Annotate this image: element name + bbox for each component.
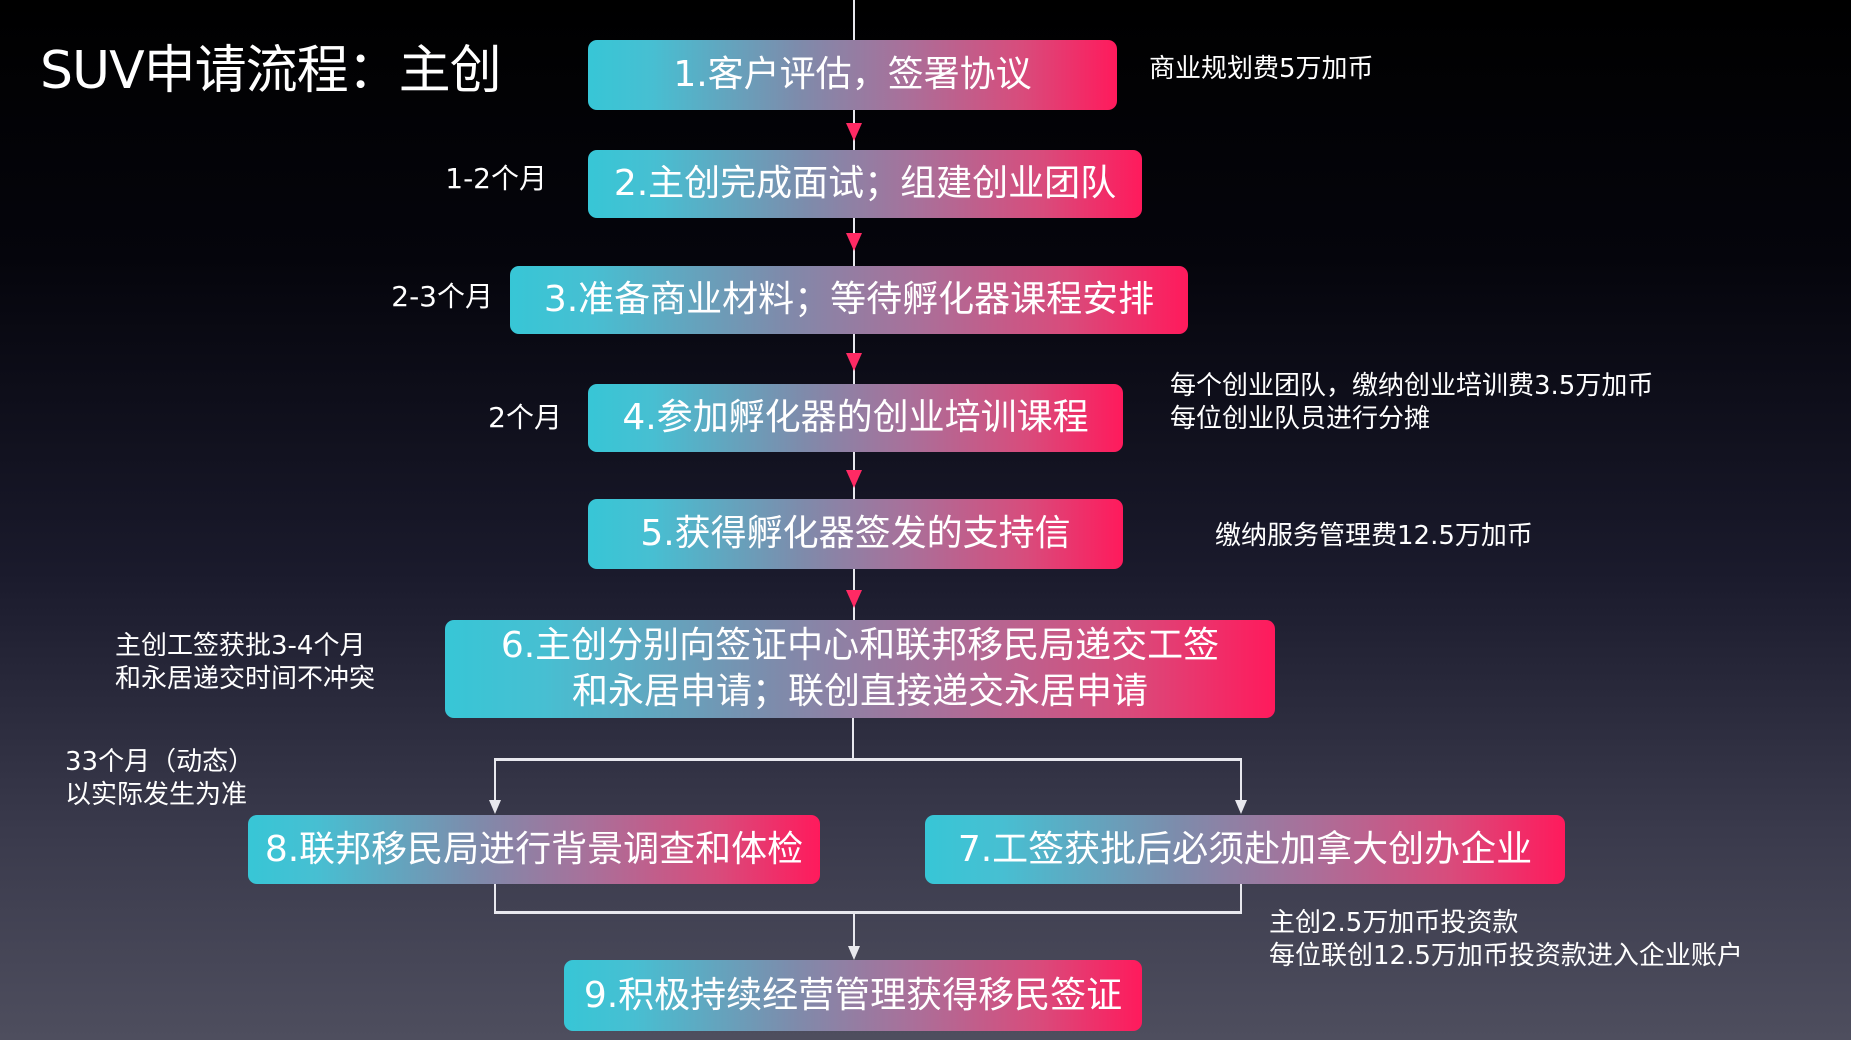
step-2-box: 2.主创完成面试；组建创业团队: [588, 150, 1142, 218]
connector-join-9: [853, 911, 855, 951]
arrowhead-icon: [846, 353, 862, 371]
step-8-box: 8.联邦移民局进行背景调查和体检: [248, 815, 820, 884]
step-4-label: 4.参加孵化器的创业培训课程: [622, 397, 1089, 438]
join-left: [494, 884, 496, 914]
fee-step-7-line2: 每位联创12.5万加币投资款进入企业账户: [1269, 941, 1743, 971]
step-6-box: 6.主创分别向签证中心和联邦移民局递交工签 和永居申请；联创直接递交永居申请: [445, 620, 1275, 718]
branch-left: [494, 758, 496, 804]
duration-step-4: 2个月: [488, 401, 562, 434]
arrow-down-icon: [848, 946, 860, 960]
step-1-label: 1.客户评估，签署协议: [673, 54, 1032, 95]
fee-step-1: 商业规划费5万加币: [1149, 54, 1374, 84]
page-title: SUV申请流程：主创: [40, 41, 502, 101]
branch-right: [1240, 758, 1242, 804]
duration-step-3: 2-3个月: [391, 280, 493, 313]
step-9-box: 9.积极持续经营管理获得移民签证: [564, 960, 1142, 1031]
connector-6-branch: [852, 718, 854, 760]
step-5-label: 5.获得孵化器签发的支持信: [640, 513, 1071, 554]
step-6-label-line2: 和永居申请；联创直接递交永居申请: [571, 671, 1148, 712]
arrowhead-icon: [846, 123, 862, 141]
arrow-down-icon: [1235, 800, 1247, 814]
fee-step-7-line1: 主创2.5万加币投资款: [1269, 908, 1519, 938]
arrowhead-icon: [846, 470, 862, 488]
fee-step-5: 缴纳服务管理费12.5万加币: [1215, 521, 1533, 551]
fee-step-7: 主创2.5万加币投资款 每位联创12.5万加币投资款进入企业账户: [1269, 907, 1743, 973]
step-1-box: 1.客户评估，签署协议: [588, 40, 1117, 110]
duration-step-8: 33个月（动态） 以实际发生为准: [65, 746, 254, 812]
step-5-box: 5.获得孵化器签发的支持信: [588, 499, 1123, 569]
arrowhead-icon: [846, 233, 862, 251]
step-8-label: 8.联邦移民局进行背景调查和体检: [264, 828, 804, 870]
fee-step-4-line1: 每个创业团队，缴纳创业培训费3.5万加币: [1170, 371, 1654, 401]
arrow-down-icon: [489, 800, 501, 814]
duration-step-8-line2: 以实际发生为准: [65, 780, 248, 810]
duration-step-6: 主创工签获批3-4个月 和永居递交时间不冲突: [115, 630, 375, 696]
duration-step-6-line2: 和永居递交时间不冲突: [115, 664, 376, 694]
step-7-box: 7.工签获批后必须赴加拿大创办企业: [925, 815, 1565, 884]
duration-step-6-line1: 主创工签获批3-4个月: [115, 631, 366, 661]
step-2-label: 2.主创完成面试；组建创业团队: [613, 163, 1117, 204]
duration-step-2: 1-2个月: [445, 162, 547, 195]
duration-step-8-line1: 33个月（动态）: [65, 747, 255, 777]
fee-step-4-line2: 每位创业队员进行分摊: [1170, 404, 1431, 434]
step-3-box: 3.准备商业材料；等待孵化器课程安排: [510, 266, 1188, 334]
branch-horizontal: [494, 758, 1242, 761]
join-horizontal: [494, 911, 1242, 914]
step-4-box: 4.参加孵化器的创业培训课程: [588, 384, 1123, 452]
step-3-label: 3.准备商业材料；等待孵化器课程安排: [543, 279, 1155, 320]
join-right: [1240, 884, 1242, 914]
step-9-label: 9.积极持续经营管理获得移民签证: [583, 974, 1123, 1016]
connector-top: [853, 0, 855, 40]
fee-step-4: 每个创业团队，缴纳创业培训费3.5万加币 每位创业队员进行分摊: [1170, 370, 1653, 436]
arrowhead-icon: [846, 590, 862, 608]
step-7-label: 7.工签获批后必须赴加拿大创办企业: [957, 828, 1533, 870]
step-6-label-line1: 6.主创分别向签证中心和联邦移民局递交工签: [500, 625, 1220, 666]
